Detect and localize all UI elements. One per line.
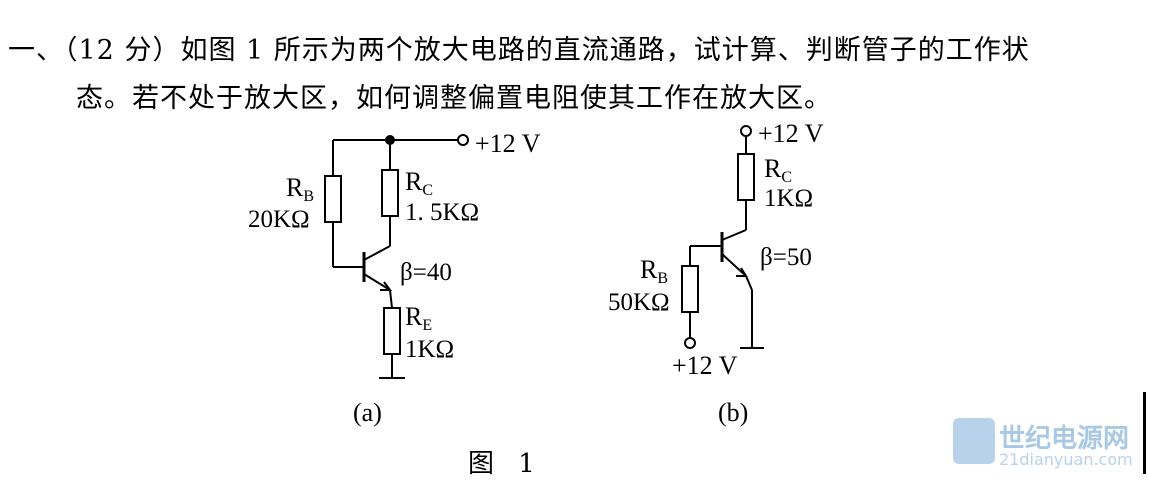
terminal-b-supply-bottom	[684, 337, 696, 349]
label-a-beta: β=40	[400, 259, 452, 286]
label-b-supply-bottom: +12 V	[672, 351, 738, 380]
label-a-rc: RC	[405, 167, 433, 199]
circuit-b-wires	[689, 136, 764, 349]
label-a-rc-value: 1. 5KΩ	[405, 199, 479, 226]
resistor-rb-a	[324, 175, 342, 223]
label-a-rb-value: 20KΩ	[248, 206, 310, 233]
watermark: 世纪电源网 21dianyuan.com	[953, 418, 1143, 470]
label-b-rc: RC	[764, 154, 792, 186]
question-line-1: 一、（12 分）如图 1 所示为两个放大电路的直流通路，试计算、判断管子的工作状	[8, 35, 1030, 66]
resistor-rc-b	[737, 153, 755, 201]
resistor-rc-a	[381, 169, 399, 217]
caption-a: (a)	[353, 398, 382, 427]
label-b-supply-top: +12 V	[758, 119, 824, 148]
label-a-supply: +12 V	[475, 129, 541, 158]
watermark-url: 21dianyuan.com	[999, 450, 1133, 469]
label-b-rb: RB	[640, 255, 668, 287]
question-line-2: 态。若不处于放大区，如何调整偏置电阻使其工作在放大区。	[76, 83, 832, 114]
caption-b: (b)	[718, 398, 749, 427]
junction-node-a	[385, 135, 395, 145]
transistor-b	[720, 229, 748, 277]
label-a-re-value: 1KΩ	[405, 336, 454, 363]
figure-caption: 图 1	[468, 449, 543, 479]
label-b-beta: β=50	[760, 244, 812, 271]
right-edge-bar	[1143, 392, 1146, 474]
label-b-rb-value: 50KΩ	[608, 289, 670, 316]
watermark-name: 世纪电源网	[999, 424, 1130, 454]
resistor-rb-b	[681, 265, 699, 313]
label-a-re: RE	[405, 302, 432, 334]
terminal-b-supply-top	[740, 125, 752, 137]
label-b-rc-value: 1KΩ	[764, 185, 813, 212]
watermark-logo	[953, 418, 995, 464]
terminal-a-supply	[457, 134, 469, 146]
label-a-rb: RB	[286, 173, 314, 205]
resistor-re-a	[383, 307, 401, 355]
transistor-a	[362, 245, 392, 291]
